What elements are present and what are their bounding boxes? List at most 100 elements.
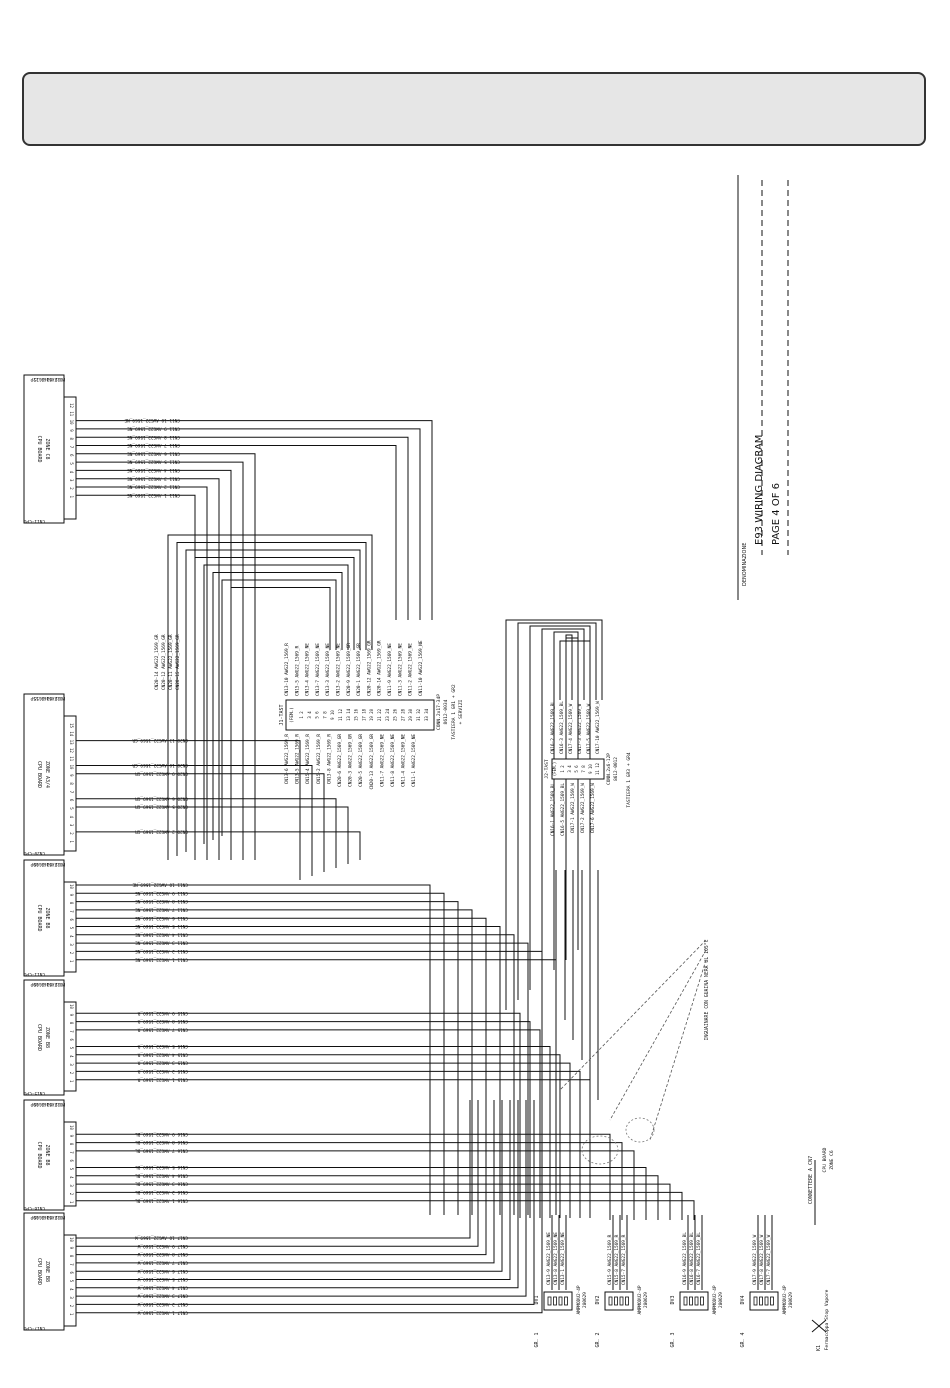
wire-label: CN20-2 AWG22_1569_GR (135, 829, 188, 835)
wire-run (185, 549, 361, 852)
wire-label: CN17-3 AWG22_1569_W (137, 1293, 188, 1299)
pin-number: 10 (69, 1125, 74, 1130)
wire-run (190, 1100, 519, 1289)
dv-connector-type: AMPMODU2-4P (782, 1285, 788, 1314)
j1-pin-pair: 5 6 (315, 711, 320, 719)
j1-pin-pair: 29 30 (408, 708, 413, 721)
wire-label: CN17-8 AWG22_1569_W (137, 1251, 188, 1257)
stop-symbol (811, 1319, 827, 1333)
j1-top-label: CN20-1 AWG22_1569_GR (356, 643, 362, 696)
dv-pin (564, 1296, 568, 1306)
wire-run (190, 959, 557, 1215)
pin-number: 10 (69, 1237, 74, 1242)
dv-name: DV2 (595, 1295, 601, 1304)
wire-label: CN11-2 AWG22_1569_NE (135, 948, 188, 954)
board-outline (23, 693, 65, 856)
wire-label: CN16-4 AWG22_1569_BL (135, 1172, 188, 1178)
wire-label: CN11-7 AWG22_1569_NE (135, 907, 188, 913)
wire-run (190, 1100, 495, 1264)
wire-run (190, 773, 325, 872)
connector-type: MOLEX5460-12P (30, 376, 65, 382)
pin-number: 2 (69, 1305, 74, 1308)
j1-pin-pair: 33 34 (424, 708, 429, 721)
pin-number: 3 (69, 1296, 74, 1299)
j2-body (551, 758, 605, 780)
wire-run (190, 1062, 571, 1218)
j1-bottom-label: CN20-5 AWG22_1569_GR (358, 734, 364, 787)
pin-number: 1 (69, 496, 74, 499)
pin-number: 4 (69, 471, 74, 474)
stop-key: K1 (816, 1345, 822, 1351)
header-panel (22, 72, 926, 146)
j2-header: J2-TAST (544, 759, 550, 779)
pin-number: 7 (69, 1030, 74, 1033)
board-zone: ZONE B8 (44, 1261, 50, 1282)
dv-gr: GR. 4 (740, 1332, 746, 1347)
wire-label: CN16-7 AWG22_1569_BL (135, 1148, 188, 1154)
wire-run (190, 1054, 561, 1218)
wire-run (505, 619, 603, 1010)
connector-type: MOLEX5460-10P (30, 1101, 65, 1107)
dv-connector-code: 280629 (643, 1292, 649, 1308)
wire-label: CN17-4 AWG22_1569_W (137, 1284, 188, 1290)
wire-label: CN17-1 AWG22_1569_W (137, 1309, 188, 1315)
j1-bottom-label: CN11-8 AWG22_1569_NE (390, 734, 396, 787)
wire-run (182, 453, 256, 860)
wire-label: CN15-5 AWG22_1569_R (137, 1043, 188, 1049)
wire-run (559, 640, 591, 940)
sheath-note: INGUAINARE CON GUAINA NERA UL 105°C (704, 939, 710, 1040)
dv-pin (547, 1296, 552, 1306)
connector-type: MOLEX5460-10P (30, 1214, 65, 1220)
j1-top-label: CN13-4 AWG22_1569_NE (305, 643, 311, 696)
pin-number: 5 (69, 927, 74, 930)
j1-caption: TASTIERA 1 GR1 + GR2 (451, 684, 457, 740)
wire-run (176, 542, 367, 856)
wire-run (517, 622, 597, 1000)
pin-number: 4 (69, 1288, 74, 1291)
j2-pin-pair: 1 2 (560, 765, 565, 773)
connector-code: 22-01-2105 (33, 1101, 60, 1107)
wire-run (190, 1021, 531, 1218)
j2-pin-pair: 7 8 (581, 765, 586, 773)
dv-wire-label: CN13-8 AWG22_1569_NE (553, 1232, 559, 1285)
pin-number: 9 (69, 1247, 74, 1250)
pin-number: 6 (69, 454, 74, 457)
wire-run (190, 1100, 487, 1256)
dv-pin (694, 1296, 699, 1306)
j2-caption: TASTIERA 1 GR3 + GR4 (626, 752, 632, 808)
dv-gr: GR. 3 (670, 1332, 676, 1347)
wire-run (230, 587, 331, 832)
wire-label: CN11-6 AWG22_1569_NE (127, 450, 180, 456)
board-zone: ZONE C8 (44, 438, 50, 459)
connector-body (63, 1234, 77, 1327)
wire-run (190, 926, 501, 1215)
wire-run (190, 934, 515, 1215)
j1-pin-pair: 31 32 (416, 708, 421, 721)
j1-pin-pair: 27 28 (400, 708, 405, 721)
wire-run (182, 486, 208, 860)
pin-number: 4 (69, 1055, 74, 1058)
wire-run (190, 1150, 635, 1220)
j2-female: (FEM.) (552, 762, 557, 776)
j2-pin-pair: 11 12 (595, 762, 600, 775)
j1-top-label: CN20-12 AWG22_1569_GR (366, 640, 372, 696)
pin-number: 3 (69, 943, 74, 946)
wire-run (190, 1100, 471, 1239)
j1-pin-pair: 21 22 (377, 708, 382, 721)
board-name: CPU BOARD (36, 1024, 42, 1051)
dv-connector-code: 280629 (718, 1292, 724, 1308)
pin-number: 5 (69, 1168, 74, 1171)
connector-code: 22-01-2125 (33, 376, 60, 382)
wire-label: CN11-2 AWG22_1569_NE (127, 484, 180, 490)
j1-gr-label: CN20-12 AWG22_1569_GR (161, 634, 167, 690)
dv-wire-label: CN16-9 AWG22_1569_BL (682, 1232, 688, 1285)
wire-label: CN15-3 AWG22_1569_R (137, 1060, 188, 1066)
dv-housing (604, 1291, 634, 1311)
wire-run (190, 909, 473, 1215)
